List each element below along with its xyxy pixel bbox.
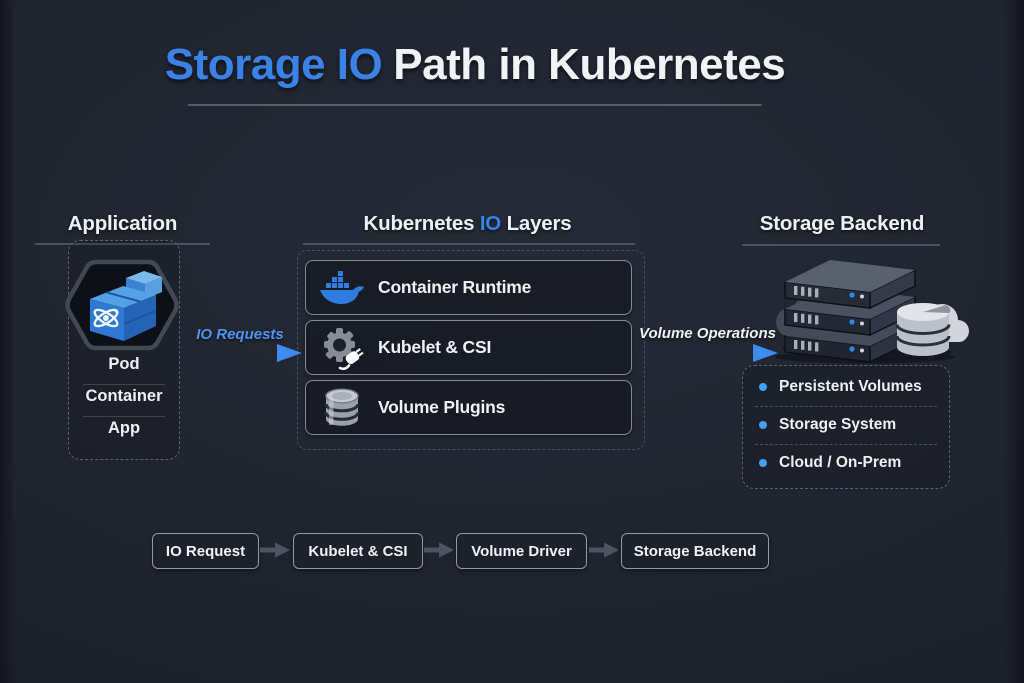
disk-stack-icon xyxy=(306,386,378,430)
flow-arrow-icon xyxy=(260,542,290,558)
layer-container-runtime: Container Runtime xyxy=(305,260,632,315)
flow-step-kubelet-csi: Kubelet & CSI xyxy=(293,533,423,569)
storage-group-box: Persistent Volumes Storage System Cloud … xyxy=(742,365,950,489)
application-item-pod: Pod xyxy=(108,355,140,373)
application-header-underline xyxy=(35,243,210,245)
gear-plug-icon xyxy=(306,325,378,371)
db-cylinders xyxy=(895,303,951,356)
kubernetes-layers-group-box xyxy=(297,250,645,450)
server-slabs xyxy=(784,260,916,364)
io-requests-arrow xyxy=(176,344,302,362)
separator xyxy=(83,384,165,385)
title-highlight: Storage IO xyxy=(164,40,383,89)
storage-header-underline xyxy=(742,244,940,246)
separator xyxy=(83,416,165,417)
title-underline xyxy=(188,104,762,106)
application-item-app: App xyxy=(107,419,141,437)
separator xyxy=(755,406,937,407)
docker-whale-icon xyxy=(306,270,378,306)
flow-step-storage-backend: Storage Backend xyxy=(621,533,769,569)
pod-icon xyxy=(65,259,179,351)
volume-operations-label: Volume Operations xyxy=(639,325,776,342)
separator xyxy=(755,444,937,445)
kubernetes-header: Kubernetes IO Layers xyxy=(363,212,572,235)
volume-operations-arrow xyxy=(644,344,778,362)
io-requests-label: IO Requests xyxy=(196,326,284,343)
bullet-icon xyxy=(759,383,767,391)
storage-header: Storage Backend xyxy=(759,212,925,235)
bullet-icon xyxy=(759,459,767,467)
flow-arrow-icon xyxy=(589,542,619,558)
flow-step-volume-driver: Volume Driver xyxy=(456,533,587,569)
kubernetes-header-underline xyxy=(303,243,635,245)
title-rest: Path in Kubernetes xyxy=(393,40,786,89)
flow-arrow-icon xyxy=(424,542,454,558)
storage-item-storage-system: Storage System xyxy=(743,411,949,439)
application-item-container: Container xyxy=(85,387,163,405)
server-stack-icon xyxy=(775,260,969,364)
storage-item-cloud-onprem: Cloud / On-Prem xyxy=(743,449,949,477)
flow-step-io-request: IO Request xyxy=(152,533,259,569)
layer-volume-plugins: Volume Plugins xyxy=(305,380,632,435)
bullet-icon xyxy=(759,421,767,429)
layer-kubelet-csi: Kubelet & CSI xyxy=(305,320,632,375)
application-header: Application xyxy=(67,212,178,235)
storage-item-persistent-volumes: Persistent Volumes xyxy=(743,373,949,401)
